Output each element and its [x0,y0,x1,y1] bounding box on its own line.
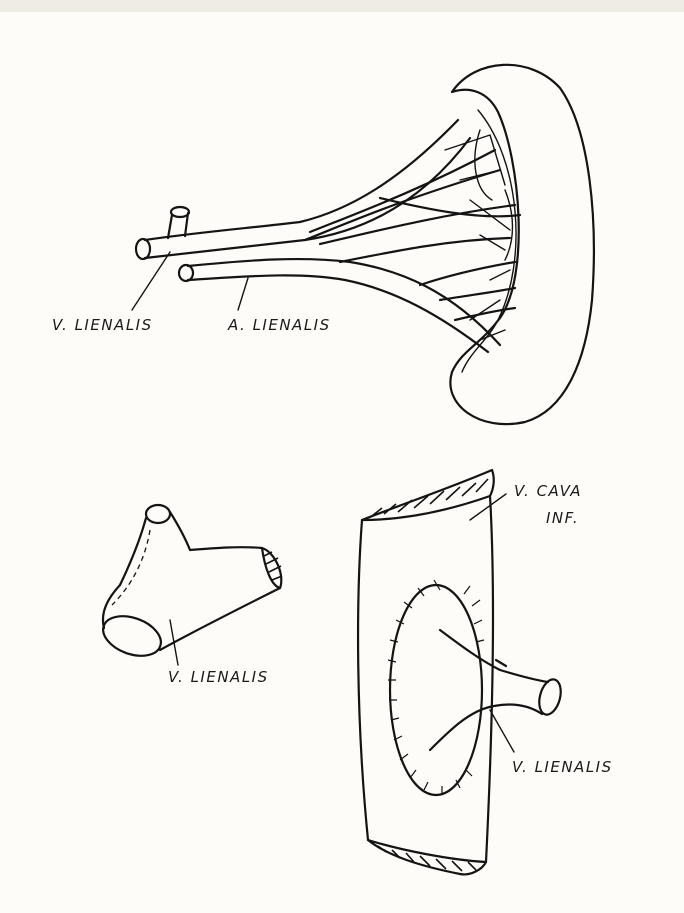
leader-cava [470,494,506,520]
spleen-outline [450,65,593,424]
label-cava-line1: V. CAVA [514,482,582,500]
leader-bottom-right-vein [490,710,514,752]
vein-segment-figure [98,505,282,663]
leader-top-artery [238,278,248,310]
leader-bottom-left-vein [170,620,178,665]
label-top-artery: A. LIENALIS [227,316,331,334]
vena-cava-figure [358,470,564,874]
splenic-vein [136,120,520,259]
label-bottom-left-vein: V. LIENALIS [168,668,269,686]
label-top-vein: V. LIENALIS [52,316,153,334]
label-bottom-right-vein: V. LIENALIS [512,758,613,776]
label-cava-line2: INF. [546,509,579,527]
spleen-figure [450,65,593,424]
leader-top-vein [132,252,170,310]
splenic-artery [179,238,515,352]
